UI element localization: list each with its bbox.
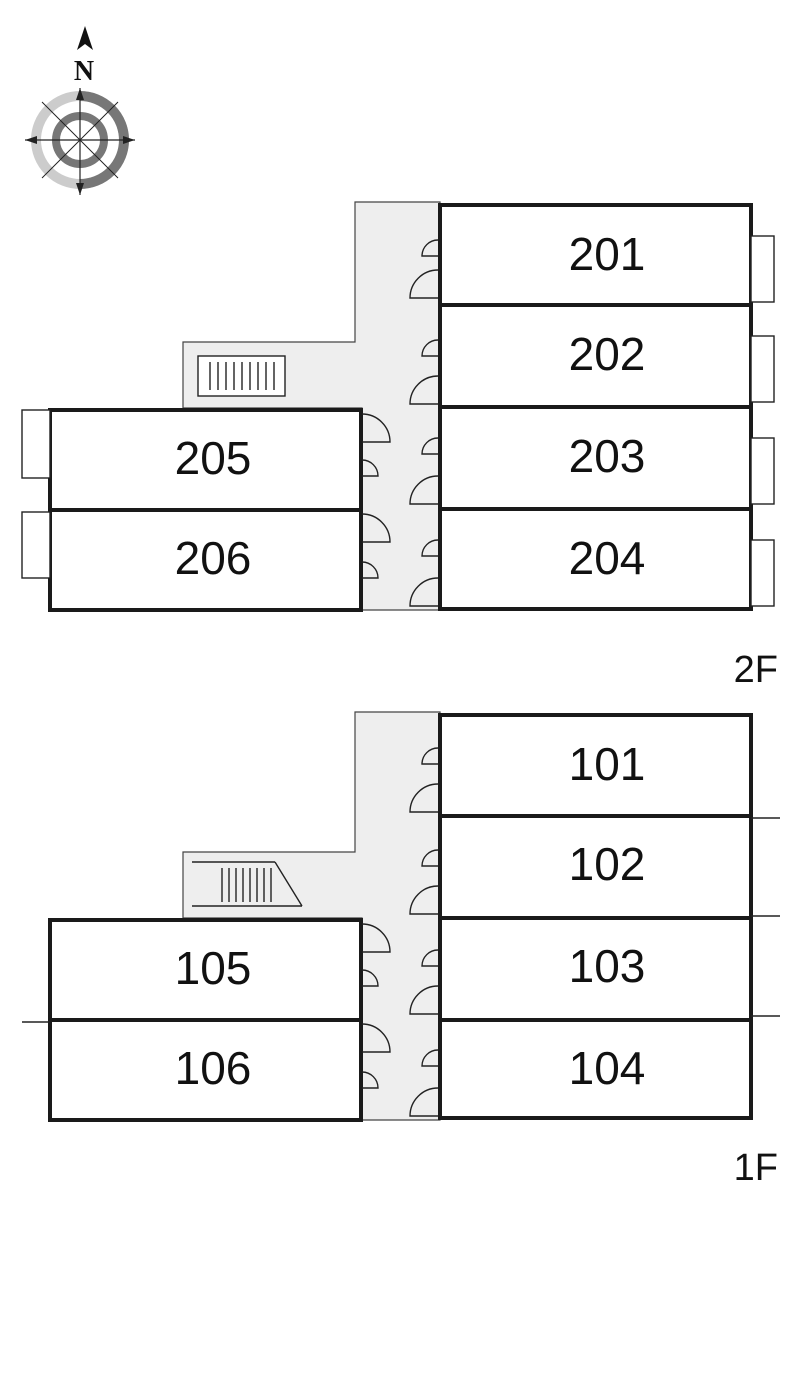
room-202 (438, 303, 753, 409)
room-104 (438, 1018, 753, 1120)
room-label: 101 (569, 738, 646, 790)
room-label: 201 (569, 228, 646, 280)
door-icon (361, 413, 391, 579)
balcony-204 (750, 539, 775, 607)
room-label: 102 (569, 838, 646, 890)
north-arrow-icon (77, 26, 93, 50)
room-203 (438, 405, 753, 511)
room-206 (48, 508, 363, 612)
balcony-205 (21, 409, 51, 479)
compass-icon (25, 88, 135, 195)
north-label: N (74, 56, 94, 87)
room-label: 106 (175, 1042, 252, 1094)
staircase (197, 355, 286, 397)
room-label: 206 (175, 532, 252, 584)
room-101 (438, 713, 753, 818)
balcony-202 (750, 335, 775, 403)
room-201 (438, 203, 753, 307)
floor-1f: 101 102 103 104 105 106 1F (22, 711, 780, 1189)
room-label: 202 (569, 328, 646, 380)
door-icon (409, 239, 439, 607)
room-106 (48, 1018, 363, 1122)
room-label: 203 (569, 430, 646, 482)
balcony-201 (750, 235, 775, 303)
room-204 (438, 507, 753, 611)
staircase (192, 861, 303, 907)
room-label: 104 (569, 1042, 646, 1094)
door-icon (409, 747, 439, 1117)
floor-label: 2F (734, 649, 778, 691)
room-label: 205 (175, 432, 252, 484)
room-102 (438, 814, 753, 920)
room-label: 204 (569, 532, 646, 584)
balcony-203 (750, 437, 775, 505)
room-label: 105 (175, 942, 252, 994)
door-icon (361, 923, 391, 1089)
room-103 (438, 916, 753, 1022)
floor-label: 1F (734, 1147, 778, 1189)
room-label: 103 (569, 940, 646, 992)
balcony-206 (21, 511, 51, 579)
floor-2f: 201 202 203 204 205 206 2F (21, 201, 778, 691)
